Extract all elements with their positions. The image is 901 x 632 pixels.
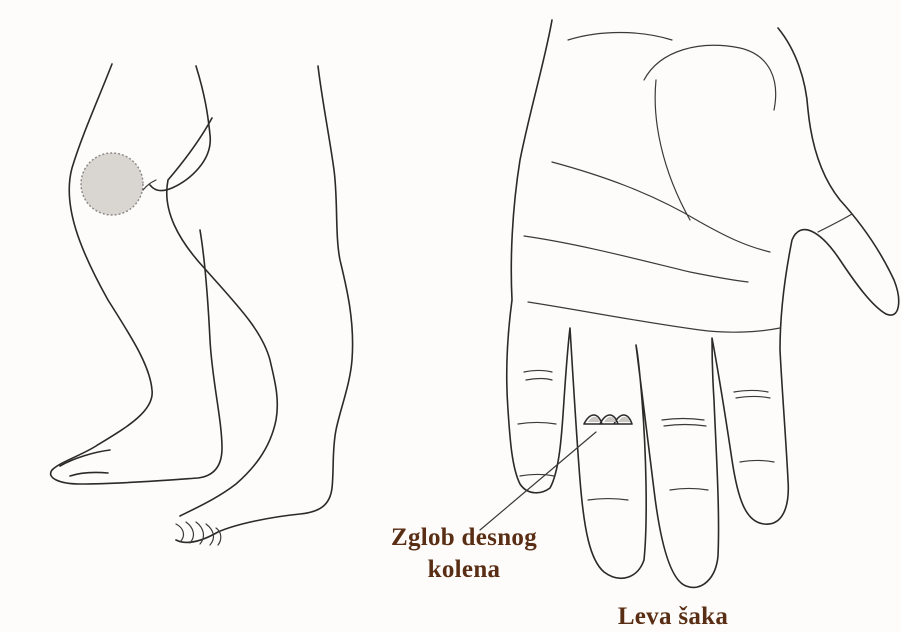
knee-joint-caption-line2: kolena xyxy=(348,554,580,586)
palm-crease-5 xyxy=(655,80,690,220)
hand-illustration xyxy=(507,20,899,587)
knee-joint-caption-line1: Zglob desnog xyxy=(348,522,580,554)
knee-marker xyxy=(81,153,143,215)
knee-reflex-points-fill xyxy=(588,417,630,422)
palm-crease-2 xyxy=(524,236,748,282)
back-leg-outline-outer xyxy=(176,66,353,542)
label-pointer-line xyxy=(480,432,596,530)
palm-crease-6 xyxy=(568,33,672,41)
hand-outline xyxy=(507,20,899,587)
palm-crease-4 xyxy=(644,45,776,110)
thumb-crease xyxy=(818,214,852,232)
left-hand-caption: Leva šaka xyxy=(588,602,758,632)
palm-crease-3 xyxy=(528,302,780,332)
legs-illustration xyxy=(51,64,353,545)
knee-joint-caption: Zglob desnog kolena xyxy=(348,522,580,586)
front-leg-outline-front xyxy=(150,66,210,191)
front-leg-outline-back xyxy=(51,64,222,484)
front-foot-detail xyxy=(60,450,110,476)
palm-crease-1 xyxy=(552,162,770,252)
